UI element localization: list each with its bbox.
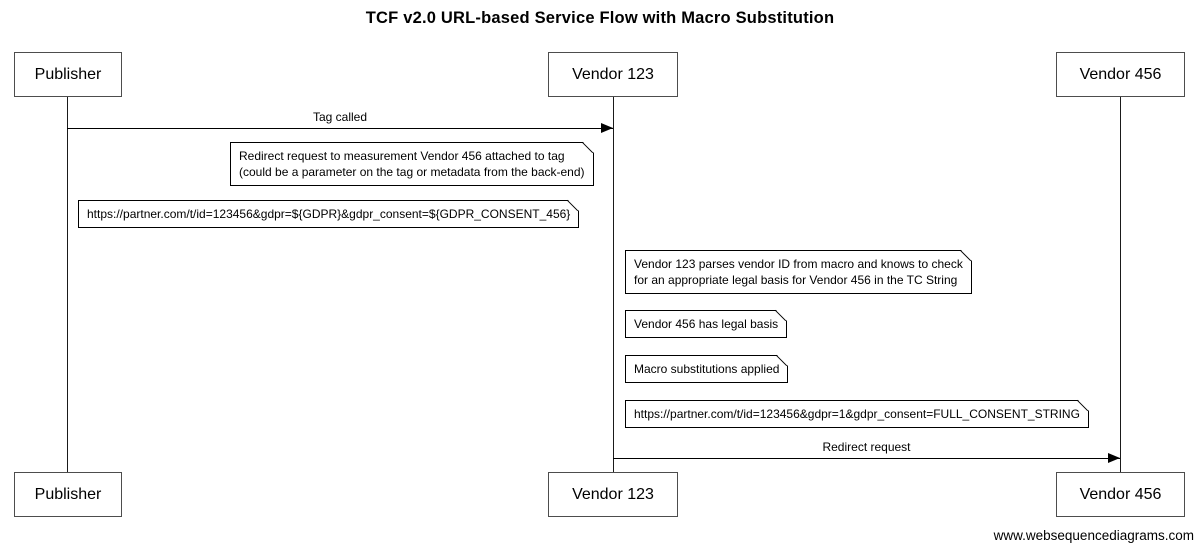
actor-label: Publisher	[34, 485, 102, 503]
actor-label: Vendor 456	[1079, 485, 1162, 503]
note-redirect-attached-to-tag: Redirect request to measurement Vendor 4…	[230, 142, 594, 186]
lifeline-vendor-456	[1120, 97, 1121, 472]
message-line-tag-called	[67, 128, 613, 129]
note-url-with-macros: https://partner.com/t/id=123456&gdpr=${G…	[78, 200, 580, 228]
diagram-title: TCF v2.0 URL-based Service Flow with Mac…	[365, 9, 835, 27]
note-line: https://partner.com/t/id=123456&gdpr=1&g…	[634, 407, 1080, 421]
note-macro-substitutions-applied: Macro substitutions applied	[625, 355, 789, 383]
arrowhead-icon	[601, 123, 613, 133]
lifeline-vendor-123	[613, 97, 614, 472]
note-line: for an appropriate legal basis for Vendo…	[634, 273, 958, 287]
actor-vendor-123-top: Vendor 123	[548, 52, 678, 97]
note-line: Vendor 456 has legal basis	[634, 317, 779, 331]
note-line: https://partner.com/t/id=123456&gdpr=${G…	[87, 207, 571, 221]
actor-label: Vendor 123	[572, 485, 654, 503]
arrowhead-icon	[1108, 453, 1120, 463]
note-url-substituted: https://partner.com/t/id=123456&gdpr=1&g…	[625, 400, 1089, 428]
note-line: Macro substitutions applied	[634, 362, 780, 376]
message-line-redirect-request	[613, 458, 1120, 459]
actor-vendor-456-bottom: Vendor 456	[1056, 472, 1185, 517]
note-line: Redirect request to measurement Vendor 4…	[239, 149, 565, 163]
note-vendor-456-legal-basis: Vendor 456 has legal basis	[625, 310, 788, 338]
note-vendor-123-parses-macro: Vendor 123 parses vendor ID from macro a…	[625, 250, 972, 294]
actor-label: Vendor 123	[572, 65, 654, 83]
watermark-websequencediagrams: www.websequencediagrams.com	[993, 528, 1194, 543]
message-label-tag-called: Tag called	[312, 110, 368, 124]
actor-label: Publisher	[34, 65, 102, 83]
actor-vendor-456-top: Vendor 456	[1056, 52, 1185, 97]
actor-publisher-top: Publisher	[14, 52, 122, 97]
note-line: (could be a parameter on the tag or meta…	[239, 165, 585, 179]
actor-vendor-123-bottom: Vendor 123	[548, 472, 678, 517]
actor-publisher-bottom: Publisher	[14, 472, 122, 517]
lifeline-publisher	[67, 97, 68, 472]
actor-label: Vendor 456	[1079, 65, 1162, 83]
message-label-redirect-request: Redirect request	[822, 440, 911, 454]
note-line: Vendor 123 parses vendor ID from macro a…	[634, 257, 963, 271]
